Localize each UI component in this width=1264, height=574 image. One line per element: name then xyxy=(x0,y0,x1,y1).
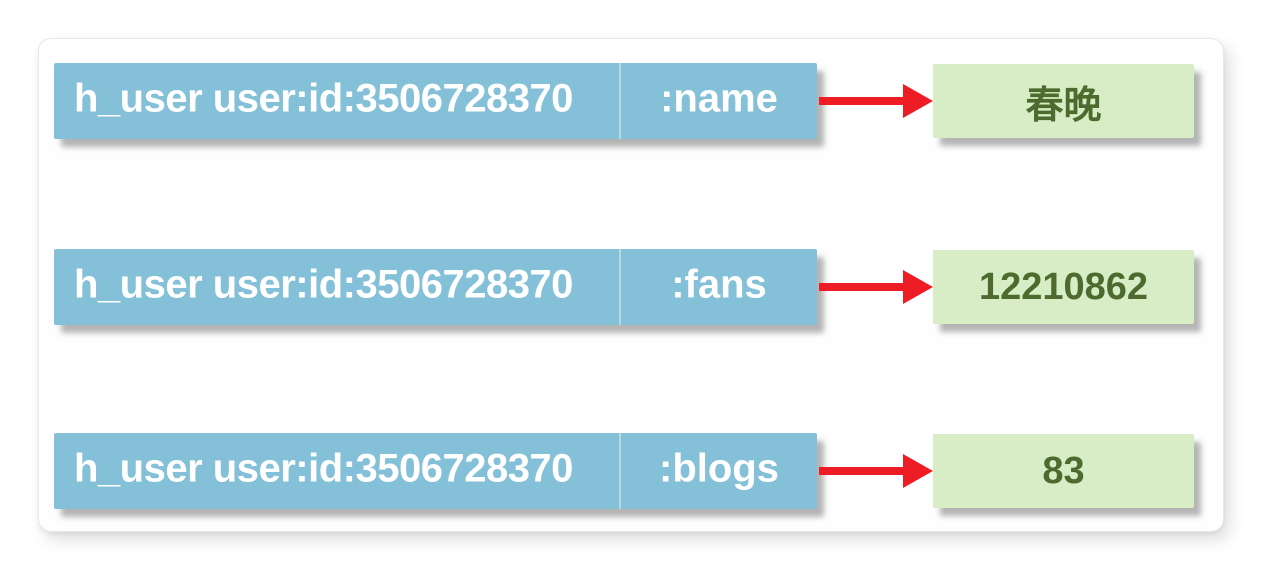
arrow-shaft xyxy=(819,97,903,105)
hash-key-label: h_user user:id:3506728370 xyxy=(74,76,573,121)
hash-value-label: 12210862 xyxy=(978,265,1149,308)
arrow-right-icon xyxy=(819,433,933,509)
key-field-divider xyxy=(619,249,621,325)
key-field-divider xyxy=(619,433,621,509)
arrow-right-icon xyxy=(819,249,933,325)
arrow-head xyxy=(903,84,933,118)
arrow-head xyxy=(903,454,933,488)
hash-key-box: h_user user:id:3506728370 :fans xyxy=(54,249,817,325)
hash-field-label: :name xyxy=(660,76,778,121)
hash-key-box: h_user user:id:3506728370 :blogs xyxy=(54,433,817,509)
hash-key-label: h_user user:id:3506728370 xyxy=(74,262,573,307)
hash-value-label: 83 xyxy=(1042,449,1085,492)
arrow-right-icon xyxy=(819,63,933,139)
hash-field-label: :fans xyxy=(671,262,767,307)
hash-field-label: :blogs xyxy=(659,446,779,491)
hash-key-label: h_user user:id:3506728370 xyxy=(74,446,573,491)
arrow-shaft xyxy=(819,283,903,291)
hash-value-box: 12210862 xyxy=(933,250,1194,324)
hash-value-label: 春晚 xyxy=(1025,84,1102,127)
arrow-shaft xyxy=(819,467,903,475)
diagram-panel: h_user user:id:3506728370 :name 春晚 h_use… xyxy=(38,38,1224,532)
key-field-divider xyxy=(619,63,621,139)
hash-row: h_user user:id:3506728370 :blogs 83 xyxy=(54,433,1204,509)
hash-value-box: 83 xyxy=(933,434,1194,508)
hash-row: h_user user:id:3506728370 :name 春晚 xyxy=(54,63,1204,139)
arrow-head xyxy=(903,270,933,304)
hash-row: h_user user:id:3506728370 :fans 12210862 xyxy=(54,249,1204,325)
hash-key-box: h_user user:id:3506728370 :name xyxy=(54,63,817,139)
hash-value-box: 春晚 xyxy=(933,64,1194,138)
